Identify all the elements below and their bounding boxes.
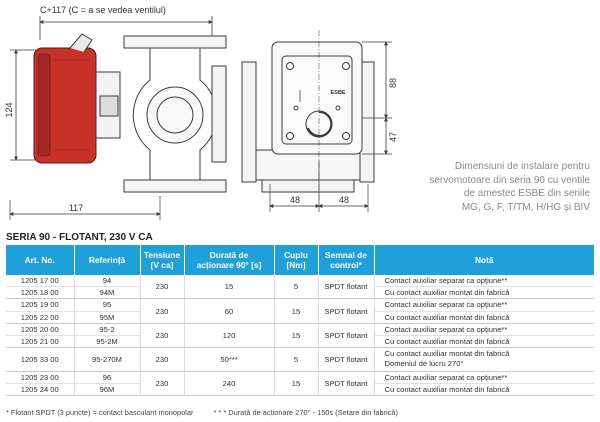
cell-art-no: 1205 17 00	[6, 275, 75, 288]
cell-torque: 15	[274, 323, 319, 349]
dim-47: 47	[388, 132, 398, 142]
footnote-run-time: * * * Durată de acționare 270° - 150s (S…	[213, 408, 399, 417]
cell-reference: 95M	[74, 311, 141, 324]
cell-note: Contact auxiliar separat ca opțiune**	[374, 323, 594, 337]
table-row: 1205 22 00 95M Cu contact auxiliar monta…	[6, 311, 594, 324]
footnote-control-signal: * Flotant SPDT (3 puncte) = contact basc…	[6, 408, 194, 417]
cell-note: Cu contact auxiliar montat din fabrică	[374, 335, 594, 349]
cell-control-signal: SPDT flotant	[318, 371, 375, 397]
cell-control-signal: SPDT flotant	[318, 298, 375, 324]
col-header-note: Notă	[374, 245, 594, 275]
dimension-drawing: C+117 (C = a se vedea ventilul) 124 117	[4, 5, 398, 220]
col-header-reference: Referință	[74, 245, 141, 275]
cell-voltage: 230	[140, 298, 185, 324]
left-view	[9, 33, 227, 220]
table-row: 1205 17 00 94 230 15 5 SPDT flotant Cont…	[6, 275, 594, 300]
cell-note: Contact auxiliar separat ca opțiune**	[374, 371, 594, 384]
cell-reference: 95	[74, 298, 141, 312]
spec-table: Art. No. Referință Tensiune [V ca] Durat…	[6, 245, 594, 397]
cell-reference: 94	[74, 275, 141, 288]
cell-reference: 95-2	[74, 323, 141, 337]
dim-88: 88	[388, 78, 398, 88]
cell-voltage: 230	[140, 323, 185, 349]
col-header-voltage: Tensiune [V ca]	[140, 245, 185, 275]
col-header-art-no: Art. No.	[6, 245, 75, 275]
cell-reference: 96M	[74, 383, 141, 397]
cell-art-no: 1205 33 00	[6, 347, 75, 372]
cell-art-no: 1205 20 00	[6, 323, 75, 337]
cell-note: Contact auxiliar separat ca opțiune**	[374, 298, 594, 312]
cell-art-no: 1205 19 00	[6, 298, 75, 312]
description-line: de amestec ESBE din seriile	[463, 188, 590, 199]
dim-48-left: 48	[290, 195, 300, 205]
series-title: SERIA 90 - FLOTANT, 230 V CA	[6, 232, 153, 243]
table-row: 1205 23 00 96 230 240 15 SPDT flotant Co…	[6, 371, 594, 397]
cell-note: Cu contact auxiliar montat din fabrică D…	[374, 347, 594, 372]
description-line: MG, G, F, T/TM, H/HG și BIV	[461, 201, 590, 213]
logo-esbe: ESBE	[331, 90, 346, 96]
cell-reference: 96	[74, 371, 141, 384]
dim-117: 117	[69, 203, 83, 213]
cell-note: Contact auxiliar separat ca opțiune**	[374, 275, 594, 288]
cell-art-no: 1205 24 00	[6, 383, 75, 397]
table-row: 1205 21 00 95-2M Cu contact auxiliar mon…	[6, 335, 594, 349]
cell-run-time: 50***	[184, 347, 275, 372]
table-row: 1205 20 00 95-2 230 120 15 SPDT flotant …	[6, 323, 594, 349]
cell-art-no: 1205 23 00	[6, 371, 75, 384]
cell-torque: 15	[274, 298, 319, 324]
col-header-torque: Cuplu [Nm]	[274, 245, 319, 275]
table-header-row: Art. No. Referință Tensiune [V ca] Durat…	[6, 245, 594, 275]
cell-control-signal: SPDT flotant	[318, 275, 375, 300]
cell-run-time: 60	[184, 298, 275, 324]
cell-torque: 5	[274, 347, 319, 372]
col-header-run-time: Durată de acționare 90° [s]	[184, 245, 275, 275]
table-row: 1205 19 00 95 230 60 15 SPDT flotant Con…	[6, 298, 594, 324]
cell-art-no: 1205 21 00	[6, 335, 75, 349]
cell-run-time: 120	[184, 323, 275, 349]
cell-torque: 15	[274, 371, 319, 397]
col-header-control-signal: Semnal de control*	[318, 245, 375, 275]
drawing-description: Dimensiuni de instalare pentru servomoto…	[420, 160, 590, 214]
cell-voltage: 230	[140, 371, 185, 397]
cell-run-time: 240	[184, 371, 275, 397]
dim-124: 124	[4, 102, 14, 117]
cell-note: Cu contact auxiliar montat din fabrică	[374, 383, 594, 397]
cell-art-no: 1205 22 00	[6, 311, 75, 324]
cell-voltage: 230	[140, 347, 185, 372]
table-row: 1205 18 00 94M Cu contact auxiliar monta…	[6, 286, 594, 300]
cell-reference: 95-270M	[74, 347, 141, 372]
description-line: servomotoare din seria 90 cu ventile	[429, 174, 590, 186]
cell-voltage: 230	[140, 275, 185, 300]
cell-note: Cu contact auxiliar montat din fabrică	[374, 286, 594, 300]
table-row: 1205 24 00 96M Cu contact auxiliar monta…	[6, 383, 594, 397]
top-dim-label: C+117 (C = a se vedea ventilul)	[40, 5, 166, 15]
cell-reference: 95-2M	[74, 335, 141, 349]
right-view	[241, 30, 392, 212]
cell-reference: 94M	[74, 286, 141, 300]
cell-art-no: 1205 18 00	[6, 286, 75, 300]
cell-note: Cu contact auxiliar montat din fabrică	[374, 311, 594, 324]
table-row: 1205 33 00 95-270M 230 50*** 5 SPDT flot…	[6, 347, 594, 372]
dim-48-right: 48	[339, 195, 349, 205]
cell-control-signal: SPDT flotant	[318, 323, 375, 349]
cell-run-time: 15	[184, 275, 275, 300]
footnotes: * Flotant SPDT (3 puncte) = contact basc…	[6, 408, 596, 417]
cell-control-signal: SPDT flotant	[318, 347, 375, 372]
cell-torque: 5	[274, 275, 319, 300]
description-line: Dimensiuni de instalare pentru	[454, 161, 590, 172]
